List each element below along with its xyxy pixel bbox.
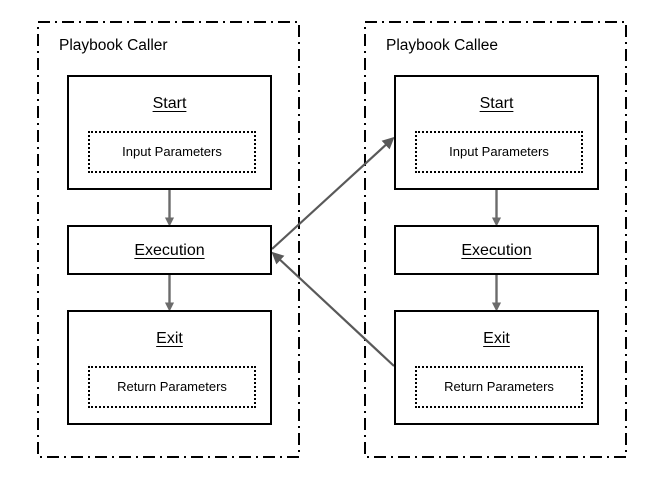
node-callee-start-parameters-label: Input Parameters [449, 144, 549, 159]
node-callee-execution-title: Execution [461, 242, 532, 259]
node-callee-exit-parameters: Return Parameters [415, 366, 583, 408]
panel-callee-border [364, 21, 627, 458]
node-callee-start[interactable]: Start Input Parameters [394, 75, 599, 190]
panel-playbook-caller: Playbook Caller [37, 21, 300, 458]
panel-caller-border [37, 21, 300, 458]
node-callee-exit-title: Exit [483, 330, 510, 347]
node-caller-start-title: Start [152, 95, 187, 112]
node-caller-start[interactable]: Start Input Parameters [67, 75, 272, 190]
node-caller-start-parameters: Input Parameters [88, 131, 256, 173]
node-callee-start-parameters: Input Parameters [415, 131, 583, 173]
node-caller-exit-title: Exit [156, 330, 183, 347]
node-caller-exit-parameters-label: Return Parameters [117, 379, 227, 394]
node-callee-exit-parameters-label: Return Parameters [444, 379, 554, 394]
node-callee-exit[interactable]: Exit Return Parameters [394, 310, 599, 425]
node-caller-exit-parameters: Return Parameters [88, 366, 256, 408]
node-caller-execution-title: Execution [134, 242, 205, 259]
node-caller-execution[interactable]: Execution [67, 225, 272, 275]
panel-callee-title: Playbook Callee [386, 37, 499, 54]
node-caller-exit[interactable]: Exit Return Parameters [67, 310, 272, 425]
panel-caller-title: Playbook Caller [59, 37, 168, 54]
node-callee-execution[interactable]: Execution [394, 225, 599, 275]
panel-playbook-callee: Playbook Callee [364, 21, 627, 458]
node-callee-start-title: Start [479, 95, 514, 112]
node-caller-start-parameters-label: Input Parameters [122, 144, 222, 159]
